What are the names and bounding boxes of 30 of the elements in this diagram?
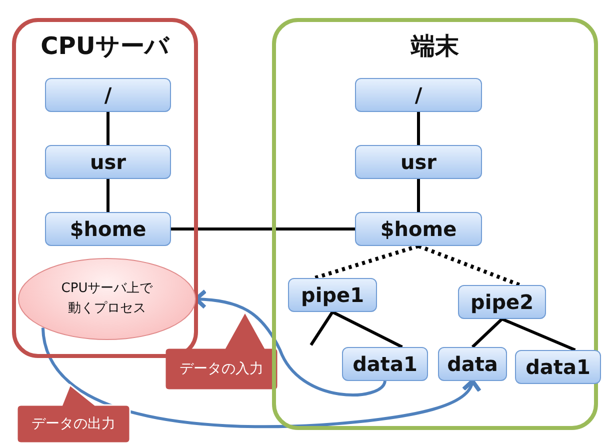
connector-line [417, 179, 420, 212]
connector-line [417, 112, 420, 145]
callout-text: データの入力 [180, 360, 264, 378]
folder-box: / [355, 78, 482, 112]
connector-line [171, 228, 355, 230]
folder-box: / [45, 78, 171, 112]
folder-box: $home [355, 212, 482, 246]
folder-box: data1 [342, 347, 428, 381]
curved-arrow [41, 327, 480, 428]
folder-box: data1 [515, 350, 601, 384]
folder-box: pipe1 [288, 278, 377, 312]
group-title: CPUサーバ [40, 31, 170, 62]
callout-text: データの出力 [32, 415, 116, 433]
connector-line [418, 244, 520, 287]
connector-line [106, 179, 110, 212]
group-frame [12, 18, 198, 358]
folder-box: usr [355, 145, 482, 179]
connector-line [471, 318, 504, 348]
folder-box: usr [45, 145, 171, 179]
connector-line [310, 311, 334, 346]
connector-line [501, 318, 576, 352]
group-title: 端末 [411, 31, 459, 62]
process-ellipse: CPUサーバ上で動くプロセス [18, 258, 196, 340]
folder-box: $home [45, 212, 171, 246]
group-frame [272, 18, 598, 430]
folder-box: data [438, 347, 507, 381]
connector-line [314, 244, 420, 280]
folder-box: pipe2 [458, 285, 546, 319]
connector-line [332, 310, 403, 348]
connector-line [106, 112, 110, 145]
